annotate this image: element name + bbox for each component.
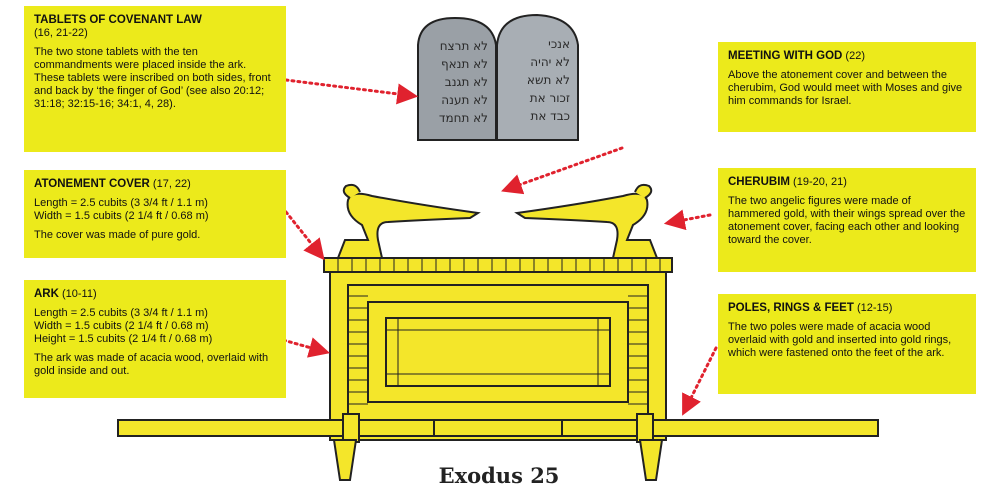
label-ref: (10-11)	[61, 288, 97, 300]
left-foot	[332, 439, 358, 481]
label-title: TABLETS OF COVENANT LAW	[34, 14, 202, 26]
tablet-line: לא תשא	[527, 73, 570, 87]
left-tablet	[417, 16, 497, 141]
tablet-line: לא תרצח	[440, 39, 488, 53]
tablet-line: כבד את	[530, 109, 570, 123]
label-cherubim: CHERUBIM (19-20, 21) The two angelic fig…	[718, 168, 976, 272]
arrow-atonement	[284, 210, 325, 261]
label-title: ARK	[34, 288, 59, 300]
label-text: The two stone tablets with the ten comma…	[34, 46, 271, 110]
label-title: MEETING WITH GOD	[728, 50, 843, 62]
label-meeting: MEETING WITH GOD (22) Above the atonemen…	[718, 42, 976, 132]
atonement-cover	[323, 257, 673, 273]
arrow-tablets	[284, 78, 419, 105]
label-text: The cover was made of pure gold.	[34, 229, 201, 241]
label-ref: (19-20, 21)	[793, 176, 847, 188]
label-title: ATONEMENT COVER	[34, 178, 150, 190]
label-text: The ark was made of acacia wood, overlai…	[34, 352, 269, 377]
label-text: The two angelic figures were made of ham…	[728, 195, 966, 246]
label-poles: POLES, RINGS & FEET (12-15) The two pole…	[718, 294, 976, 394]
tablet-line: לא תענה	[441, 93, 488, 107]
tablet-line: לא יהיה	[530, 55, 570, 69]
label-text: The two poles were made of acacia wood o…	[728, 321, 952, 359]
right-cherub	[514, 192, 659, 259]
label-ref: (22)	[845, 50, 865, 62]
arrow-poles	[682, 346, 718, 416]
tablet-line: לא תגנב	[445, 75, 488, 89]
label-dim: Height = 1.5 cubits (2 1/4 ft / 0.68 m)	[34, 333, 213, 345]
tablet-line: לא תנאף	[441, 57, 488, 71]
tablet-line: אנכי	[548, 37, 570, 51]
label-dim: Width = 1.5 cubits (2 1/4 ft / 0.68 m)	[34, 320, 209, 332]
stone-tablets: לא תרצח לא תנאף לא תגנב לא תענה לא תחמד …	[417, 13, 579, 141]
label-text: Above the atonement cover and between th…	[728, 69, 963, 107]
arrow-cherubim	[663, 209, 712, 231]
right-tablet	[496, 13, 579, 141]
left-cherub	[336, 192, 481, 259]
label-ref: (17, 22)	[152, 178, 191, 190]
tablet-line: זכור את	[530, 91, 570, 105]
label-atonement: ATONEMENT COVER (17, 22) Length = 2.5 cu…	[24, 170, 286, 258]
right-foot	[638, 439, 664, 481]
label-ref: (12-15)	[856, 302, 893, 314]
tablet-line: לא תחמד	[439, 111, 488, 125]
left-cherub-head	[342, 183, 361, 199]
cherubim	[336, 183, 659, 259]
arrow-meeting	[501, 146, 624, 195]
label-title: POLES, RINGS & FEET	[728, 302, 854, 314]
label-dim: Length = 2.5 cubits (3 3/4 ft / 1.1 m)	[34, 197, 208, 209]
caption-title: Exodus 25	[438, 463, 560, 488]
label-tablets: TABLETS OF COVENANT LAW (16, 21-22) The …	[24, 6, 286, 152]
label-ark: ARK (10-11) Length = 2.5 cubits (3 3/4 f…	[24, 280, 286, 398]
label-dim: Length = 2.5 cubits (3 3/4 ft / 1.1 m)	[34, 307, 208, 319]
label-dim: Width = 1.5 cubits (2 1/4 ft / 0.68 m)	[34, 210, 209, 222]
right-cherub-head	[634, 183, 653, 199]
label-ref: (16, 21-22)	[34, 27, 88, 39]
ark-body	[329, 271, 667, 441]
label-title: CHERUBIM	[728, 176, 790, 188]
poles-and-rings	[117, 413, 879, 481]
